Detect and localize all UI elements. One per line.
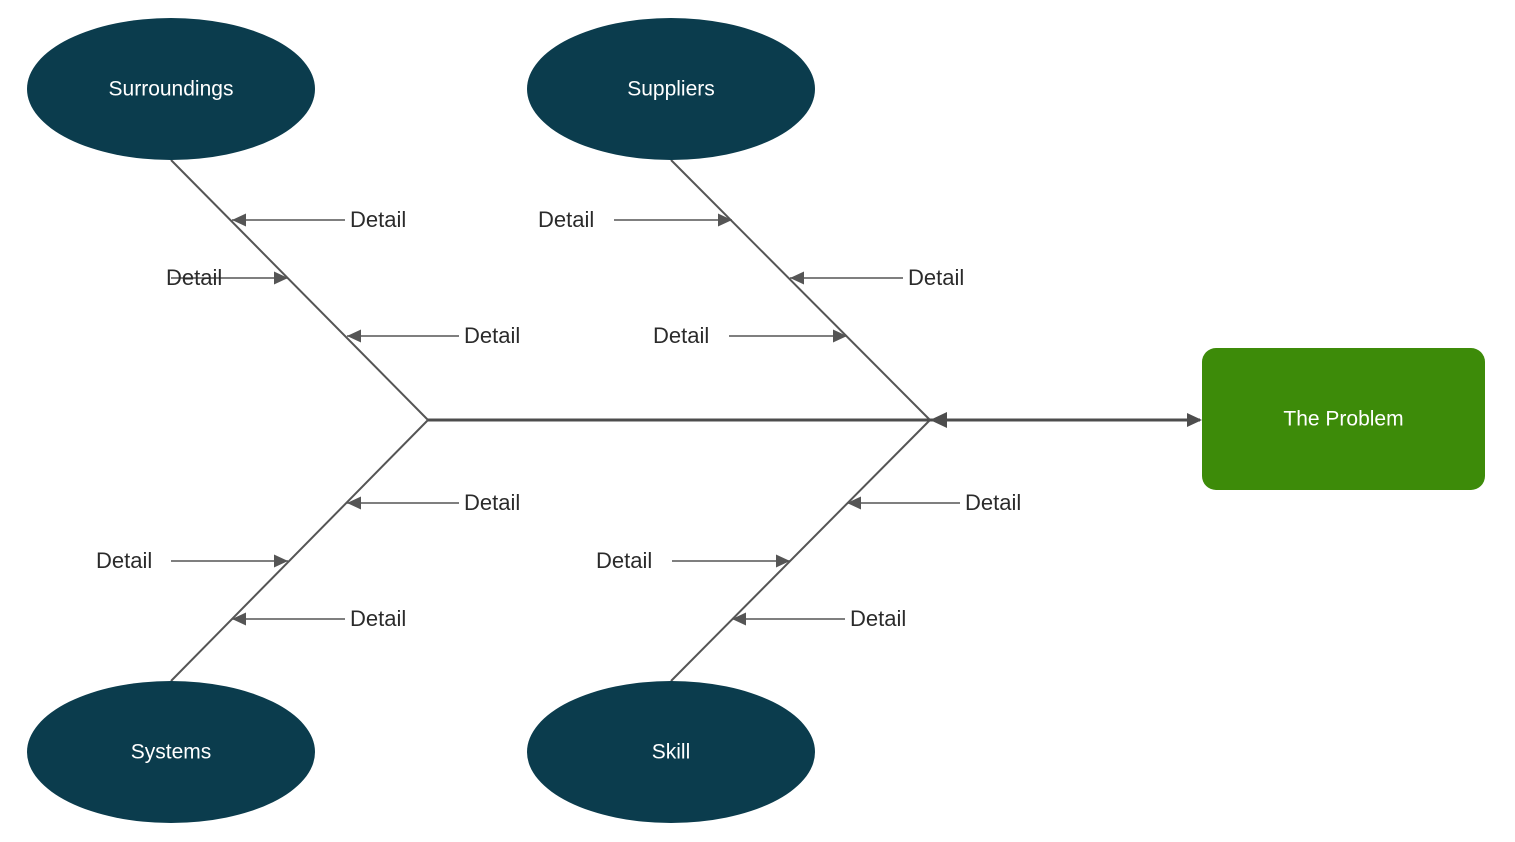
detail-arrow-icon <box>847 496 861 510</box>
category-node-skill[interactable]: Skill <box>527 681 815 823</box>
spine-junction-arrow-icon <box>930 412 947 428</box>
detail-label: Detail <box>96 548 152 573</box>
detail-label: Detail <box>596 548 652 573</box>
detail-label: Detail <box>350 207 406 232</box>
detail-arrow-icon <box>718 213 732 227</box>
detail-arrow-icon <box>274 271 288 285</box>
detail-branch-surroundings-2[interactable]: Detail <box>166 265 288 290</box>
rib-line-surroundings <box>170 159 429 421</box>
problem-box[interactable] <box>1202 348 1485 490</box>
detail-label: Detail <box>166 265 222 290</box>
detail-label: Detail <box>653 323 709 348</box>
detail-arrow-icon <box>274 554 288 568</box>
effect-node[interactable]: The Problem <box>1202 348 1485 490</box>
detail-label: Detail <box>464 490 520 515</box>
spine-arrow-icon <box>1187 413 1202 427</box>
detail-branches-layer: DetailDetailDetailDetailDetailDetailDeta… <box>96 207 1021 631</box>
detail-label: Detail <box>908 265 964 290</box>
rib-line-suppliers <box>670 159 931 421</box>
category-ellipse-systems[interactable] <box>27 681 315 823</box>
detail-label: Detail <box>850 606 906 631</box>
detail-branch-suppliers-3[interactable]: Detail <box>653 323 847 348</box>
category-ellipse-skill[interactable] <box>527 681 815 823</box>
detail-arrow-icon <box>790 271 804 285</box>
detail-branch-suppliers-2[interactable]: Detail <box>790 265 964 290</box>
category-node-surroundings[interactable]: Surroundings <box>27 18 315 160</box>
detail-branch-systems-1[interactable]: Detail <box>347 490 520 515</box>
detail-branch-skill-3[interactable]: Detail <box>732 606 906 631</box>
detail-arrow-icon <box>232 213 246 227</box>
detail-arrow-icon <box>776 554 790 568</box>
detail-branch-systems-2[interactable]: Detail <box>96 548 288 573</box>
detail-branch-surroundings-3[interactable]: Detail <box>347 323 520 348</box>
detail-arrow-icon <box>833 329 847 343</box>
detail-branch-skill-1[interactable]: Detail <box>847 490 1021 515</box>
spine-layer <box>428 412 1202 428</box>
detail-arrow-icon <box>732 612 746 626</box>
detail-label: Detail <box>965 490 1021 515</box>
category-node-systems[interactable]: Systems <box>27 681 315 823</box>
detail-label: Detail <box>464 323 520 348</box>
detail-branch-surroundings-1[interactable]: Detail <box>232 207 406 232</box>
detail-arrow-icon <box>347 329 361 343</box>
rib-line-skill <box>670 419 931 682</box>
rib-line-systems <box>170 419 429 682</box>
detail-branch-skill-2[interactable]: Detail <box>596 548 790 573</box>
detail-arrow-icon <box>232 612 246 626</box>
category-ellipse-surroundings[interactable] <box>27 18 315 160</box>
effect-node-layer: The Problem <box>1202 348 1485 490</box>
category-node-suppliers[interactable]: Suppliers <box>527 18 815 160</box>
detail-label: Detail <box>538 207 594 232</box>
detail-arrow-icon <box>347 496 361 510</box>
detail-label: Detail <box>350 606 406 631</box>
detail-branch-systems-3[interactable]: Detail <box>232 606 406 631</box>
detail-branch-suppliers-1[interactable]: Detail <box>538 207 732 232</box>
category-ellipse-suppliers[interactable] <box>527 18 815 160</box>
rib-lines-layer <box>170 159 931 682</box>
